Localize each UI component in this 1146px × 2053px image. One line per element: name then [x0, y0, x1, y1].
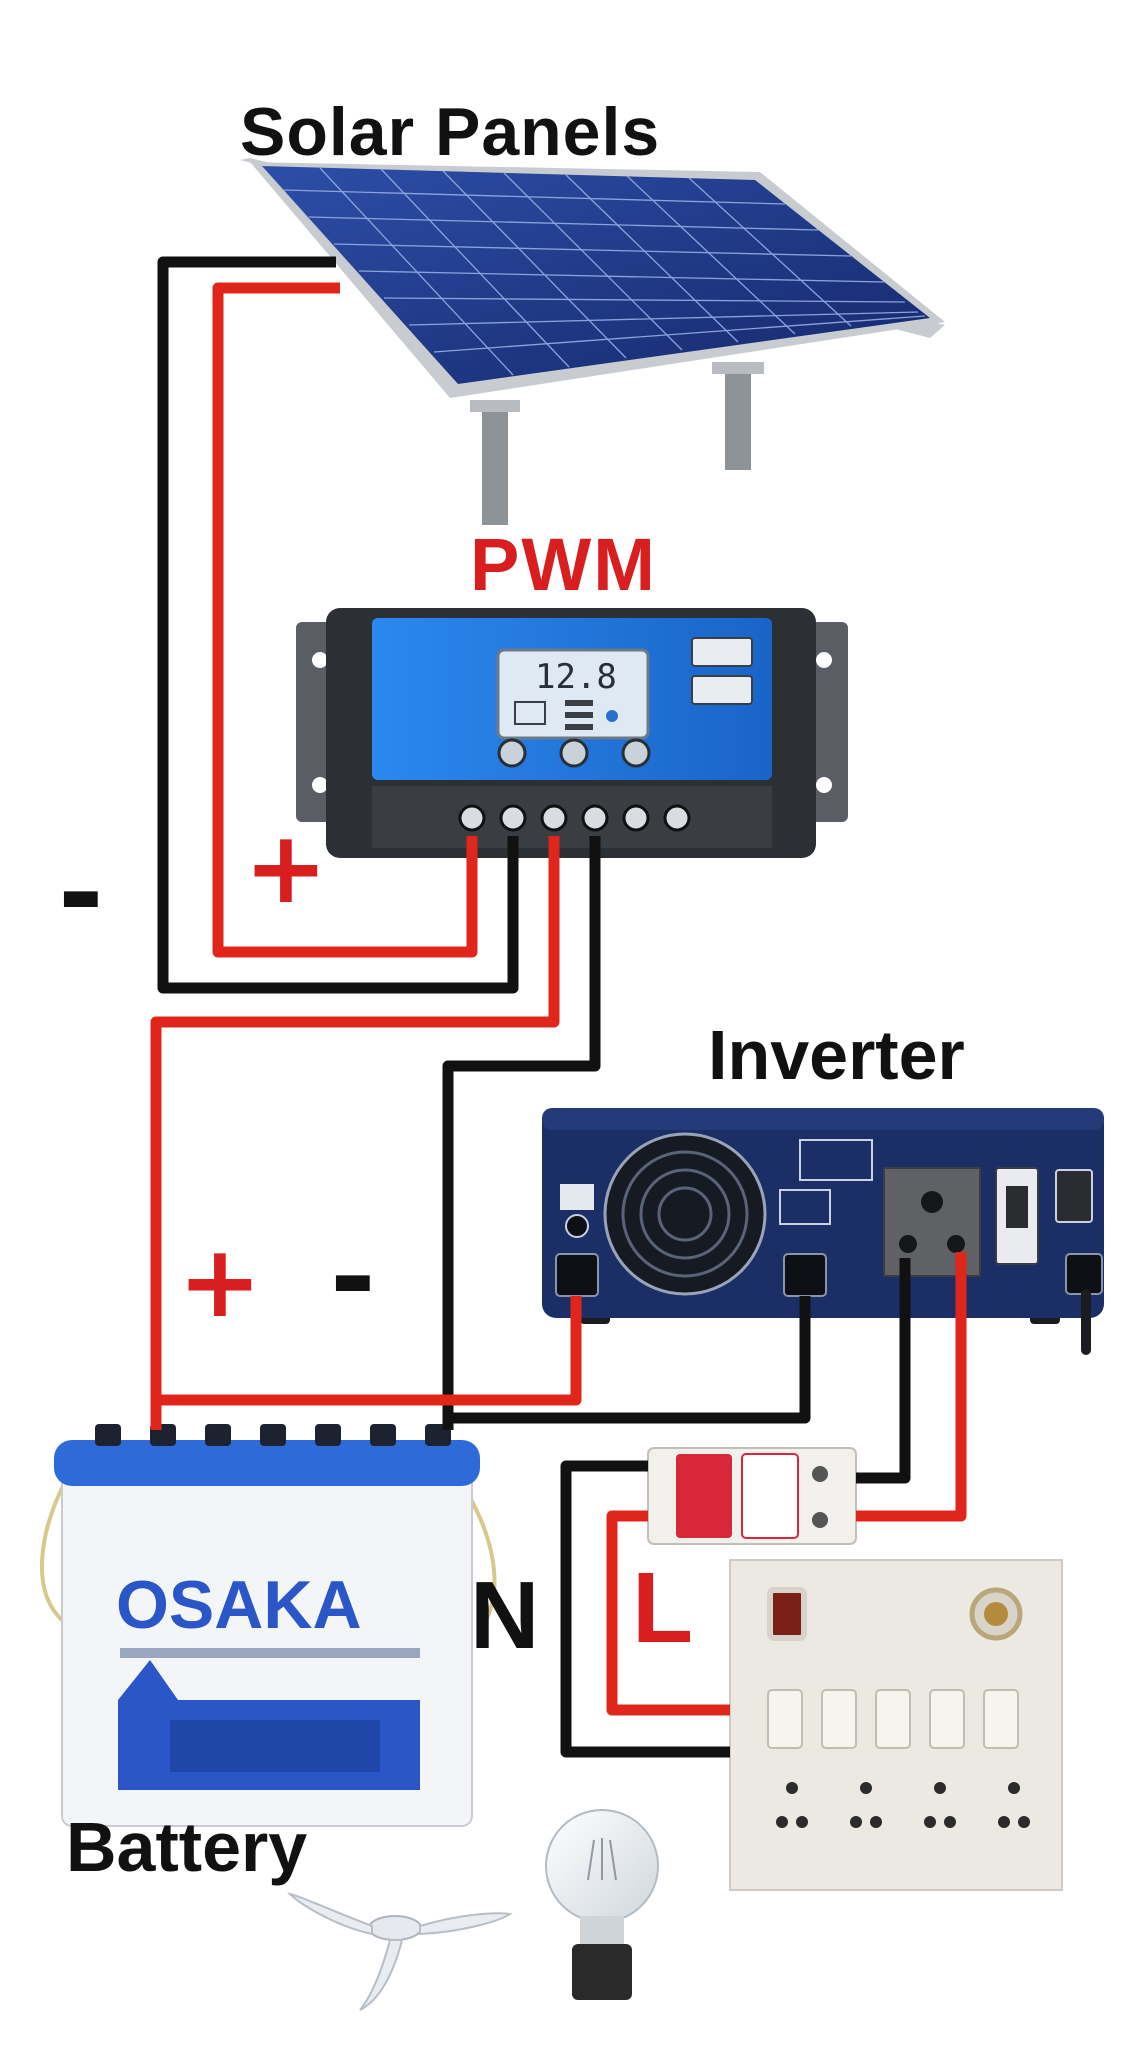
light-bulb — [545, 1809, 659, 2000]
terminal — [622, 804, 650, 832]
negative-wires — [157, 256, 911, 1758]
battery-negative-sign: - — [330, 1213, 376, 1341]
wire-neutral-to-board — [560, 1460, 730, 1758]
wire-inverter-to-mcb-line — [856, 1252, 967, 1522]
switch-row — [767, 1689, 1019, 1749]
socket-row — [776, 1782, 1030, 1828]
battery-title: Battery — [66, 1808, 308, 1886]
switch — [983, 1689, 1019, 1749]
wire-battery-negative-to-controller — [442, 836, 601, 1430]
wire-panel-positive — [212, 282, 478, 958]
positive-wires — [150, 282, 967, 1716]
solar-panels-title: Solar Panels — [240, 94, 661, 170]
switch — [767, 1689, 803, 1749]
panel-negative-sign: - — [58, 829, 104, 957]
battery-brand: OSAKA — [116, 1567, 362, 1643]
neutral-label: N — [470, 1562, 540, 1669]
panel-leg — [725, 365, 751, 470]
control-button — [621, 738, 651, 768]
switch — [929, 1689, 965, 1749]
lcd-reading: 12.8 — [535, 657, 617, 697]
mcb-breaker — [647, 1447, 857, 1545]
fan-grille — [603, 1132, 767, 1296]
wire-panel-negative — [157, 256, 519, 994]
wire-battery-positive-to-controller — [150, 836, 560, 1430]
control-button — [497, 738, 527, 768]
terminal — [458, 804, 486, 832]
battery-positive-sign: + — [178, 1223, 262, 1340]
switch-board — [729, 1559, 1063, 1891]
terminal — [499, 804, 527, 832]
wire-battery-positive-to-inverter — [156, 1296, 582, 1406]
usb-port — [691, 675, 753, 705]
inverter — [542, 1108, 1104, 1355]
switch — [821, 1689, 857, 1749]
switch — [875, 1689, 911, 1749]
pwm-title: PWM — [470, 523, 657, 606]
wire-line-to-board — [606, 1510, 730, 1716]
charge-controller: 12.8 — [296, 608, 848, 858]
ac-input — [1065, 1253, 1103, 1295]
terminal — [663, 804, 691, 832]
terminal — [540, 804, 568, 832]
dc-terminal — [555, 1253, 599, 1297]
panel-positive-sign: + — [244, 809, 328, 926]
wire-inverter-to-mcb-neutral — [856, 1258, 911, 1484]
indicator-lamp — [767, 1587, 807, 1641]
usb-port — [691, 637, 753, 667]
terminal — [581, 804, 609, 832]
battery-terminals — [95, 1424, 451, 1446]
ceiling-fan — [286, 1892, 513, 2011]
battery-unit: OSAKA — [39, 1424, 497, 1827]
power-switch — [1055, 1169, 1093, 1223]
dc-terminal — [783, 1253, 827, 1297]
line-label: L — [632, 1552, 694, 1664]
wire-battery-negative-to-inverter — [442, 1296, 811, 1430]
bulb-base — [572, 1944, 632, 2000]
inverter-title: Inverter — [708, 1016, 965, 1094]
control-button — [559, 738, 589, 768]
panel-leg — [482, 400, 508, 525]
solar-panel — [240, 158, 945, 525]
